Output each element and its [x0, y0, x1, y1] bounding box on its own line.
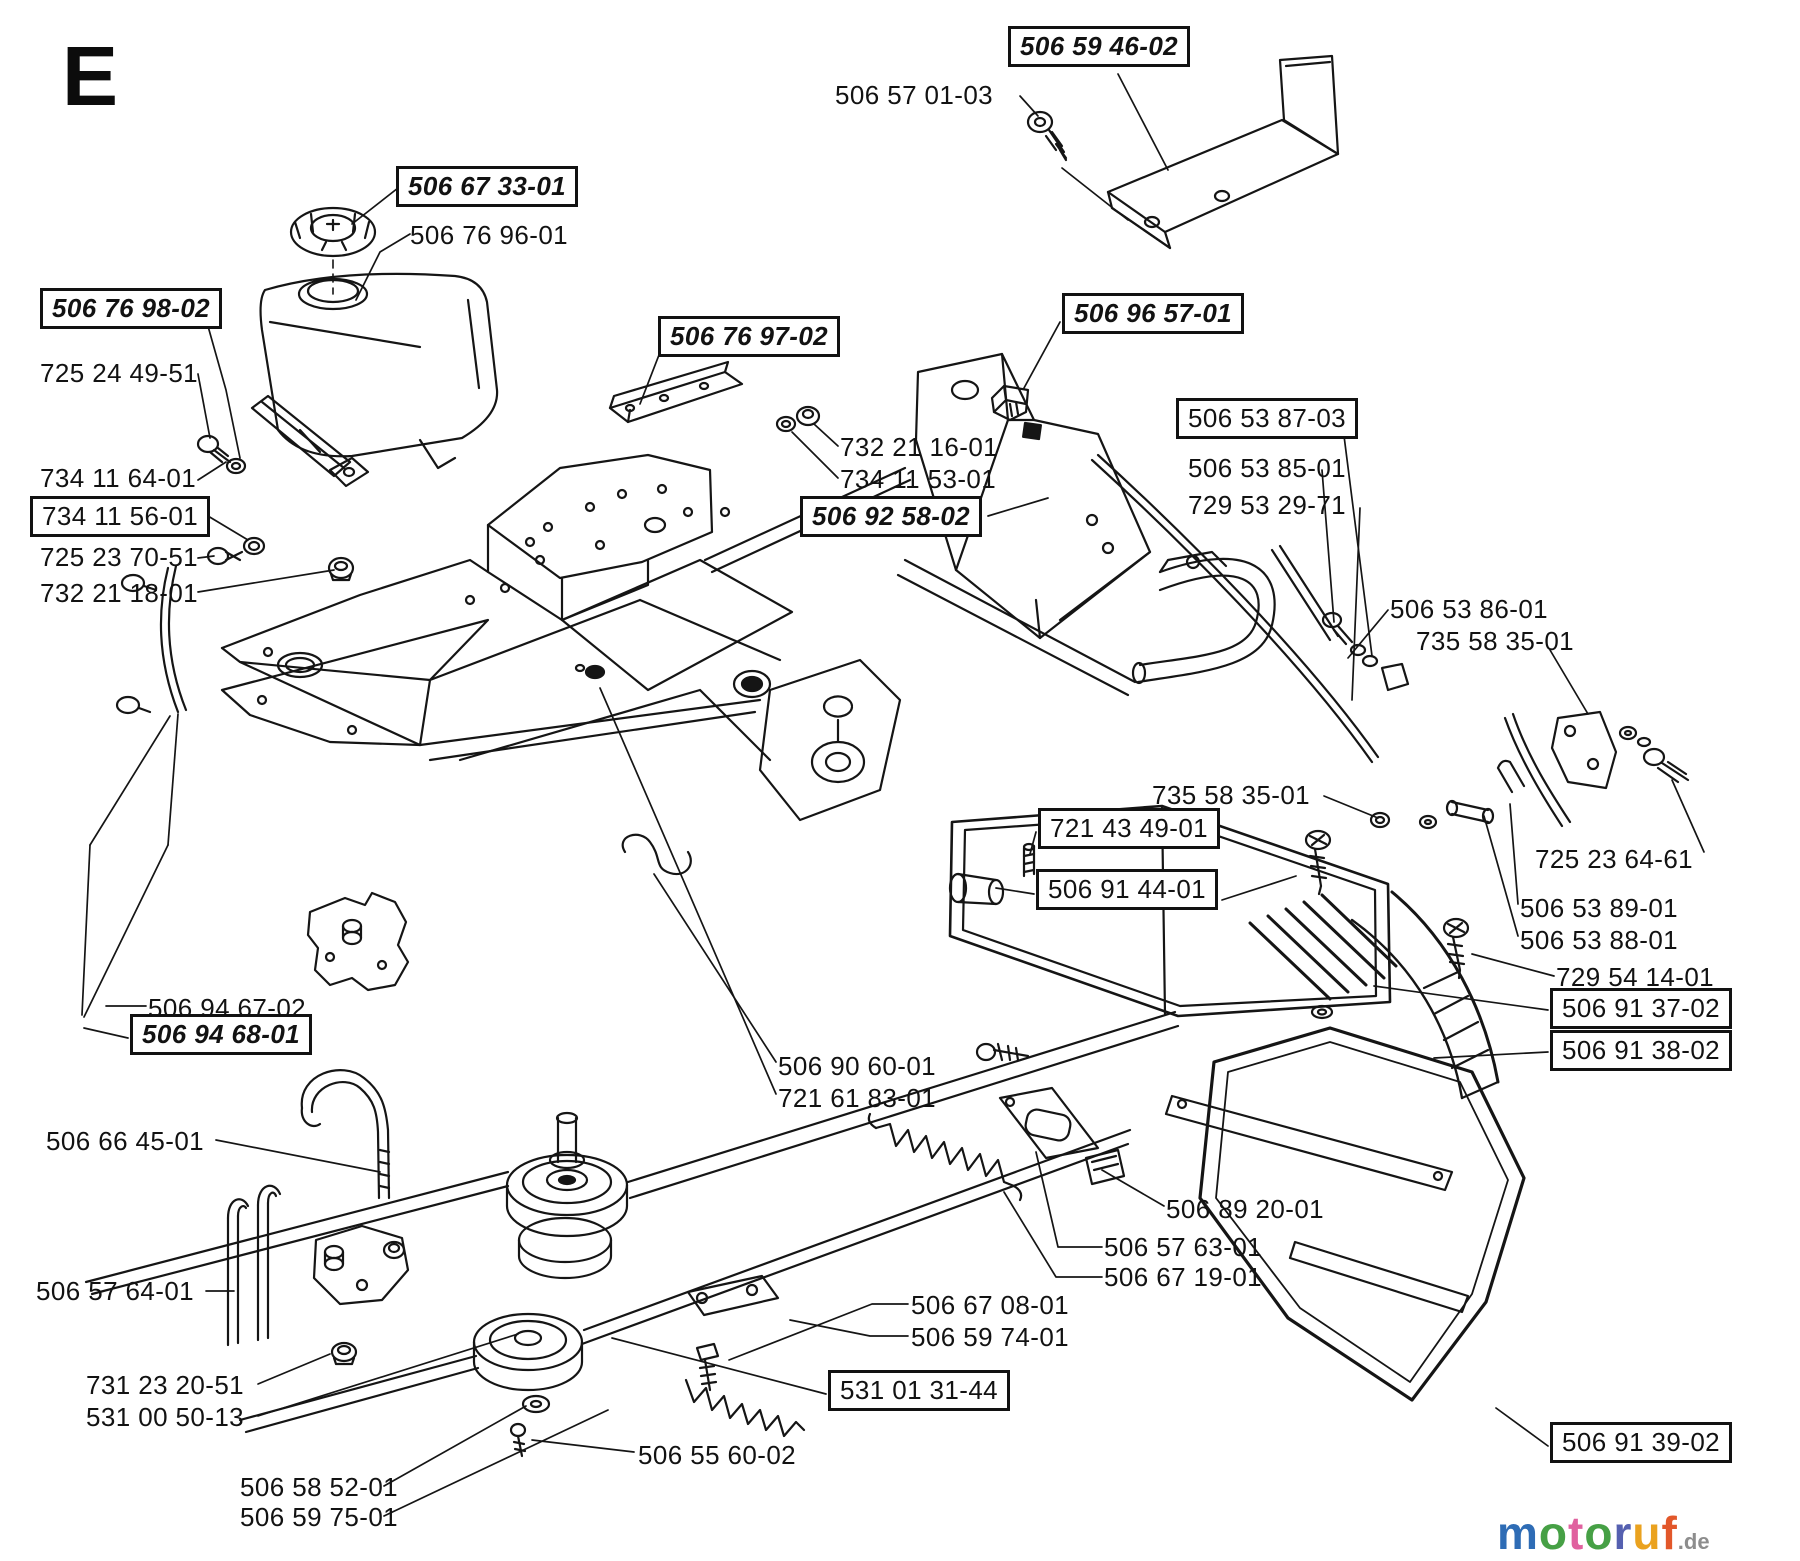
part-label-506-53-87-03: 506 53 87-03 — [1176, 398, 1359, 440]
logo-letter: u — [1632, 1507, 1662, 1559]
part-label-506-91-38-02: 506 91 38-02 — [1550, 1030, 1733, 1072]
part-label-735-58-35-01-b: 735 58 35-01 — [1152, 780, 1311, 810]
part-label-506-96-57-01: 506 96 57-01 — [1062, 293, 1245, 335]
part-label-506-76-96-01: 506 76 96-01 — [410, 220, 569, 250]
part-label-725-23-64-61: 725 23 64-61 — [1535, 844, 1694, 874]
seat-bracket — [1108, 56, 1338, 248]
part-label-725-23-70-51: 725 23 70-51 — [40, 542, 199, 572]
part-label-732-21-18-01: 732 21 18-01 — [40, 578, 199, 608]
part-label-729-54-14-01: 729 54 14-01 — [1556, 962, 1715, 992]
fuel-tank — [261, 274, 498, 468]
part-label-506-90-60-01: 506 90 60-01 — [778, 1051, 937, 1081]
logo-letter: r — [1613, 1507, 1633, 1559]
part-label-506-57-64-01: 506 57 64-01 — [36, 1276, 195, 1306]
tank-strap-and-fasteners — [198, 396, 368, 580]
bottom-rods-and-hardware — [228, 1070, 389, 1345]
support-bracket — [610, 362, 819, 431]
control-rods-right — [1092, 455, 1570, 826]
part-label-506-67-08-01: 506 67 08-01 — [911, 1290, 1070, 1320]
s-hook — [623, 835, 691, 874]
part-label-506-91-37-02: 506 91 37-02 — [1550, 988, 1733, 1030]
part-label-506-53-89-01: 506 53 89-01 — [1520, 893, 1679, 923]
pulleys-and-belts — [86, 1012, 1178, 1432]
chassis-frame — [222, 354, 1275, 820]
part-label-506-89-20-01: 506 89 20-01 — [1166, 1194, 1325, 1224]
part-label-506-53-85-01: 506 53 85-01 — [1188, 453, 1347, 483]
springs-and-plates — [686, 1088, 1124, 1436]
part-label-734-11-56-01: 734 11 56-01 — [30, 496, 211, 538]
logo-letter: o — [1538, 1507, 1569, 1559]
rubber-damper — [992, 386, 1028, 420]
part-label-506-67-19-01: 506 67 19-01 — [1104, 1262, 1263, 1292]
part-label-506-76-97-02: 506 76 97-02 — [658, 316, 841, 358]
side-shield-cover — [1200, 1028, 1524, 1400]
part-label-506-53-86-01: 506 53 86-01 — [1390, 594, 1549, 624]
section-letter: E — [62, 29, 119, 123]
part-label-506-59-75-01: 506 59 75-01 — [240, 1502, 399, 1532]
part-label-734-11-64-01: 734 11 64-01 — [40, 463, 197, 493]
part-label-506-91-44-01: 506 91 44-01 — [1036, 869, 1219, 911]
part-label-725-24-49-51: 725 24 49-51 — [40, 358, 199, 388]
part-label-506-57-63-01: 506 57 63-01 — [1104, 1232, 1263, 1262]
part-label-531-00-50-13: 531 00 50-13 — [86, 1402, 245, 1432]
logo-suffix: .de — [1677, 1529, 1710, 1554]
logo-letter: t — [1568, 1507, 1585, 1559]
part-label-506-67-33-01: 506 67 33-01 — [396, 166, 579, 208]
part-label-506-53-88-01: 506 53 88-01 — [1520, 925, 1679, 955]
mount-plate-lower — [314, 1226, 408, 1364]
logo-letter: f — [1661, 1507, 1678, 1559]
part-label-506-92-58-02: 506 92 58-02 — [800, 496, 983, 538]
leader-lines — [82, 74, 1704, 1516]
part-label-506-91-39-02: 506 91 39-02 — [1550, 1422, 1733, 1464]
part-label-721-61-83-01: 721 61 83-01 — [778, 1083, 937, 1113]
left-curved-rod-and-clips — [117, 566, 186, 713]
part-label-506-58-52-01: 506 58 52-01 — [240, 1472, 399, 1502]
logo-letter: m — [1497, 1507, 1539, 1559]
part-label-721-43-49-01: 721 43 49-01 — [1038, 808, 1221, 850]
part-label-506-94-68-01: 506 94 68-01 — [130, 1014, 313, 1056]
part-label-506-66-45-01: 506 66 45-01 — [46, 1126, 205, 1156]
fuel-cap — [291, 208, 375, 294]
motoruf-logo: motoruf.de — [1497, 1506, 1710, 1560]
mount-plate-upper — [308, 893, 408, 990]
part-label-731-23-20-51: 731 23 20-51 — [86, 1370, 245, 1400]
part-label-531-01-31-44: 531 01 31-44 — [828, 1370, 1011, 1412]
part-label-729-53-29-71: 729 53 29-71 — [1188, 490, 1347, 520]
part-label-734-11-53-01: 734 11 53-01 — [840, 464, 997, 494]
part-label-506-59-46-02: 506 59 46-02 — [1008, 26, 1191, 68]
part-label-506-57-01-03: 506 57 01-03 — [835, 80, 994, 110]
screw-506-57-01-03 — [1028, 112, 1066, 160]
linkage-bracket-right — [1420, 712, 1688, 828]
part-label-735-58-35-01-a: 735 58 35-01 — [1416, 626, 1575, 656]
grille-cover — [1166, 892, 1498, 1312]
part-label-506-59-74-01: 506 59 74-01 — [911, 1322, 1070, 1352]
screws-misc — [511, 831, 1468, 1456]
part-label-506-55-60-02: 506 55 60-02 — [638, 1440, 797, 1470]
logo-letter: o — [1584, 1507, 1614, 1559]
part-label-732-21-16-01: 732 21 16-01 — [840, 432, 999, 462]
part-label-506-76-98-02: 506 76 98-02 — [40, 288, 223, 330]
